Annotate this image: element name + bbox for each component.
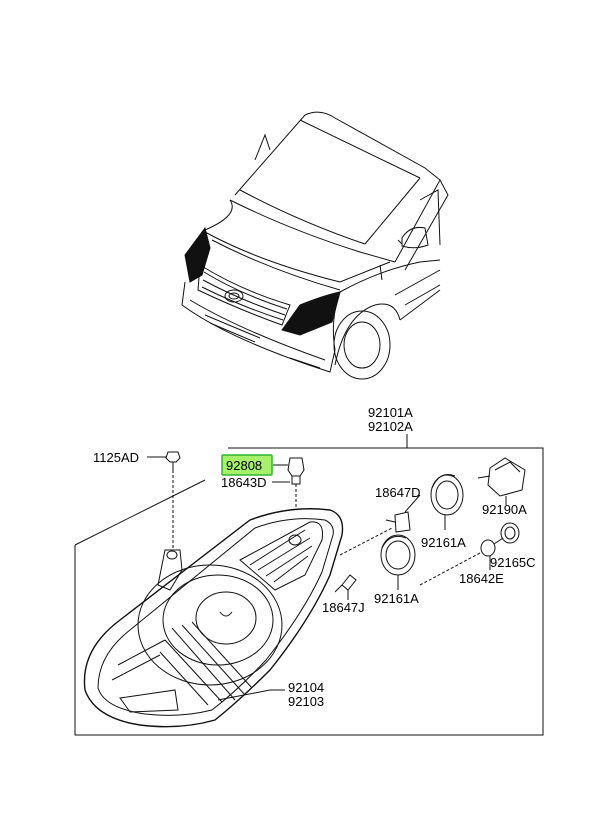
label-18643D[interactable]: 18643D xyxy=(221,475,267,490)
bulb-socket-icon[interactable] xyxy=(419,522,520,586)
label-18642E[interactable]: 18642E xyxy=(459,571,504,586)
socket-icon[interactable] xyxy=(272,457,305,510)
small-bulb-icon[interactable] xyxy=(334,574,357,600)
label-92161A-lower[interactable]: 92161A xyxy=(374,591,419,606)
label-18647J[interactable]: 18647J xyxy=(322,600,365,615)
label-92101A[interactable]: 92101A xyxy=(368,405,413,420)
dust-cap-lower-icon[interactable] xyxy=(380,534,416,590)
leveling-actuator-icon[interactable] xyxy=(477,457,526,505)
label-92104[interactable]: 92104 xyxy=(288,680,324,695)
dust-cap-icon[interactable] xyxy=(430,474,464,531)
label-18647D[interactable]: 18647D xyxy=(375,485,421,500)
label-92103[interactable]: 92103 xyxy=(288,694,324,709)
headlamp-assembly[interactable] xyxy=(83,508,344,728)
label-92102A[interactable]: 92102A xyxy=(368,419,413,434)
label-92161A-upper[interactable]: 92161A xyxy=(421,535,466,550)
vehicle-illustration xyxy=(181,111,449,380)
label-1125AD[interactable]: 1125AD xyxy=(93,450,139,465)
callout-labels: 92101A 92102A 1125AD 92808 18643D 18647D… xyxy=(93,405,536,709)
bulb-icon[interactable] xyxy=(339,494,421,556)
label-92190A[interactable]: 92190A xyxy=(482,502,527,517)
label-92808[interactable]: 92808 xyxy=(226,458,262,473)
leader-lines xyxy=(217,689,285,701)
bolt-icon[interactable] xyxy=(147,451,181,548)
label-92165C[interactable]: 92165C xyxy=(490,555,536,570)
highlight-box xyxy=(221,454,273,476)
parts-frame xyxy=(74,434,544,736)
